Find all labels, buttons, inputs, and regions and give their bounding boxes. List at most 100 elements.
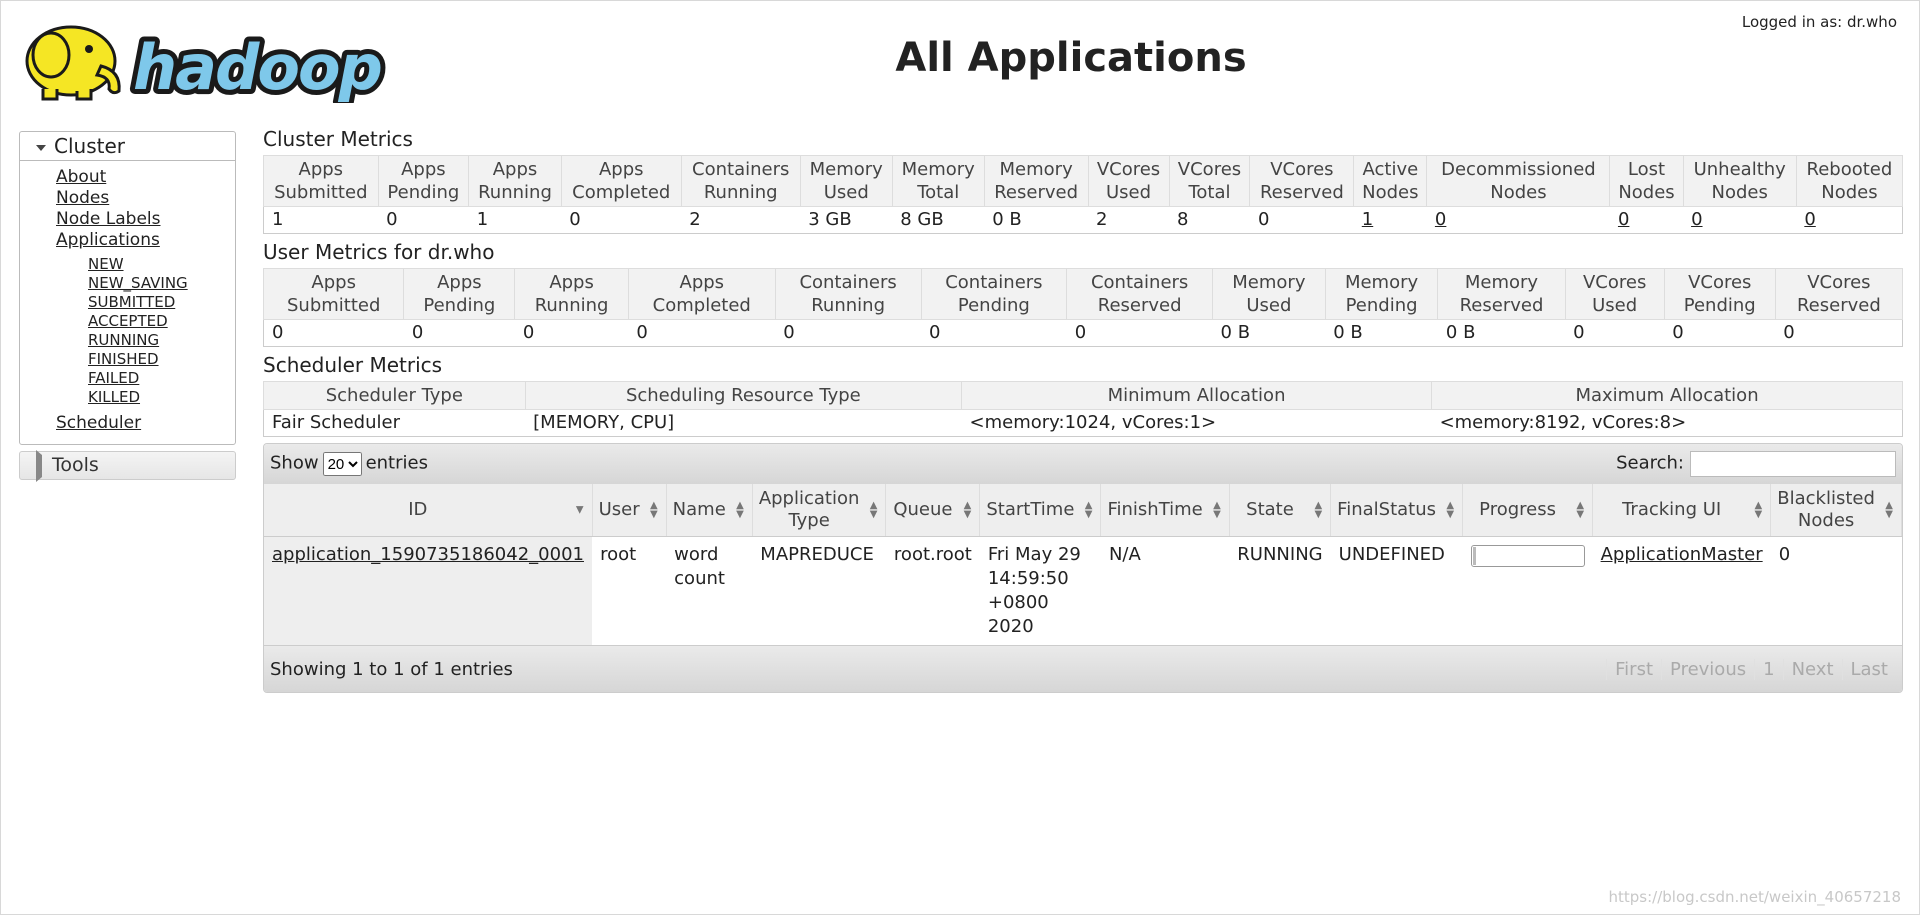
progress-fill <box>1472 547 1476 565</box>
nav-link-scheduler[interactable]: Scheduler <box>56 413 142 433</box>
hadoop-logo: hadoop hadoop <box>25 25 388 103</box>
scheduler-value-scheduling-resource-type: [MEMORY, CPU] <box>525 409 962 437</box>
elephant-icon <box>25 25 121 101</box>
user-value-containers-running: 0 <box>775 319 921 347</box>
tools-label: Tools <box>52 454 99 476</box>
sort-both-icon: ▲▼ <box>1754 500 1763 520</box>
search-input[interactable] <box>1690 451 1896 477</box>
cluster-value-apps-pending: 0 <box>378 206 469 234</box>
column-header-finishtime[interactable]: FinishTime▲▼ <box>1100 484 1230 537</box>
cluster-link-decommissioned-nodes[interactable]: 0 <box>1434 209 1447 230</box>
user-value-vcores-used: 0 <box>1565 319 1665 347</box>
app-id-link[interactable]: application_1590735186042_0001 <box>272 544 584 565</box>
sort-desc-icon: ▼ <box>575 504 584 516</box>
cluster-value-lost-nodes: 0 <box>1609 206 1684 234</box>
cluster-link-unhealthy-nodes[interactable]: 0 <box>1691 209 1703 230</box>
cluster-nav: Cluster About Nodes Node Labels Applicat… <box>19 131 236 445</box>
page-length-select[interactable]: 20 <box>322 452 362 476</box>
sort-both-icon: ▲▼ <box>1213 500 1221 520</box>
column-header-user[interactable]: User▲▼ <box>592 484 667 537</box>
column-header-name[interactable]: Name▲▼ <box>666 484 753 537</box>
column-header-progress[interactable]: Progress▲▼ <box>1462 484 1594 537</box>
tracking-ui-link[interactable]: ApplicationMaster <box>1600 544 1763 565</box>
app-user: root <box>600 544 637 565</box>
cluster-link-rebooted-nodes[interactable]: 0 <box>1804 209 1816 230</box>
nav-link-accepted[interactable]: ACCEPTED <box>88 312 168 330</box>
cluster-header[interactable]: Cluster <box>20 132 235 161</box>
pager-1[interactable]: 1 <box>1754 658 1783 680</box>
nav-link-nodes[interactable]: Nodes <box>56 188 110 208</box>
column-header-starttime[interactable]: StartTime▲▼ <box>979 484 1102 537</box>
sort-both-icon: ▲▼ <box>1576 500 1585 520</box>
column-header-queue[interactable]: Queue▲▼ <box>885 484 981 537</box>
app-id-cell: application_1590735186042_0001 <box>264 536 593 645</box>
nav-link-killed[interactable]: KILLED <box>88 388 141 406</box>
app-type: MAPREDUCE <box>760 544 874 565</box>
column-header-tracking-ui[interactable]: Tracking UI▲▼ <box>1592 484 1772 537</box>
progress-bar <box>1470 545 1585 567</box>
scheduler-header-minimum-allocation: Minimum Allocation <box>961 381 1433 410</box>
nav-link-running[interactable]: RUNNING <box>88 331 160 349</box>
user-value-apps-pending: 0 <box>403 319 515 347</box>
user-value-containers-reserved: 0 <box>1066 319 1213 347</box>
sort-both-icon: ▲▼ <box>1885 500 1893 520</box>
cluster-link-lost-nodes[interactable]: 0 <box>1617 209 1630 230</box>
column-header-state[interactable]: State▲▼ <box>1229 484 1332 537</box>
cluster-value-unhealthy-nodes: 0 <box>1683 206 1797 234</box>
tools-nav-header[interactable]: Tools <box>19 449 236 482</box>
pager-next[interactable]: Next <box>1782 658 1842 680</box>
table-info: Showing 1 to 1 of 1 entries <box>270 658 513 680</box>
nav-link-finished[interactable]: FINISHED <box>88 350 159 368</box>
nav-link-submitted[interactable]: SUBMITTED <box>88 293 176 311</box>
user-value-apps-submitted: 0 <box>262 319 404 347</box>
column-header-id[interactable]: ID▼ <box>264 484 593 537</box>
logo-text: hadoop <box>133 31 381 103</box>
cluster-links: About Nodes Node Labels Applications NEW… <box>20 161 235 444</box>
cluster-metrics-title: Cluster Metrics <box>263 127 413 151</box>
app-queue: root.root <box>893 544 972 565</box>
cluster-value-apps-completed: 0 <box>561 206 682 234</box>
user-value-containers-pending: 0 <box>921 319 1067 347</box>
sort-both-icon: ▲▼ <box>649 500 658 520</box>
entries-label: entries <box>365 452 428 474</box>
nav-link-node-labels[interactable]: Node Labels <box>56 209 161 229</box>
app-blacklisted-nodes: 0 <box>1778 544 1791 565</box>
column-header-finalstatus[interactable]: FinalStatus▲▼ <box>1330 484 1464 537</box>
cluster-link-active-nodes[interactable]: 1 <box>1361 209 1374 230</box>
pager-previous[interactable]: Previous <box>1661 658 1755 680</box>
nav-link-new-saving[interactable]: NEW_SAVING <box>88 274 188 292</box>
tracking-ui-cell: ApplicationMaster <box>1593 537 1771 646</box>
nav-link-about[interactable]: About <box>56 167 107 187</box>
cluster-value-memory-used: 3 GB <box>800 206 893 234</box>
cluster-value-active-nodes: 1 <box>1353 206 1427 234</box>
pager-last[interactable]: Last <box>1841 658 1896 680</box>
pager-first[interactable]: First <box>1606 658 1662 680</box>
scheduler-header-maximum-allocation: Maximum Allocation <box>1431 381 1903 410</box>
nav-link-failed[interactable]: FAILED <box>88 369 140 387</box>
app-progress-cell <box>1463 537 1593 646</box>
nav-link-new[interactable]: NEW <box>88 255 124 273</box>
logged-in-status: Logged in as: dr.who <box>1741 13 1897 31</box>
sort-both-icon: ▲▼ <box>1446 500 1455 520</box>
cluster-value-decommissioned-nodes: 0 <box>1426 206 1610 234</box>
nav-link-applications[interactable]: Applications <box>56 230 160 250</box>
